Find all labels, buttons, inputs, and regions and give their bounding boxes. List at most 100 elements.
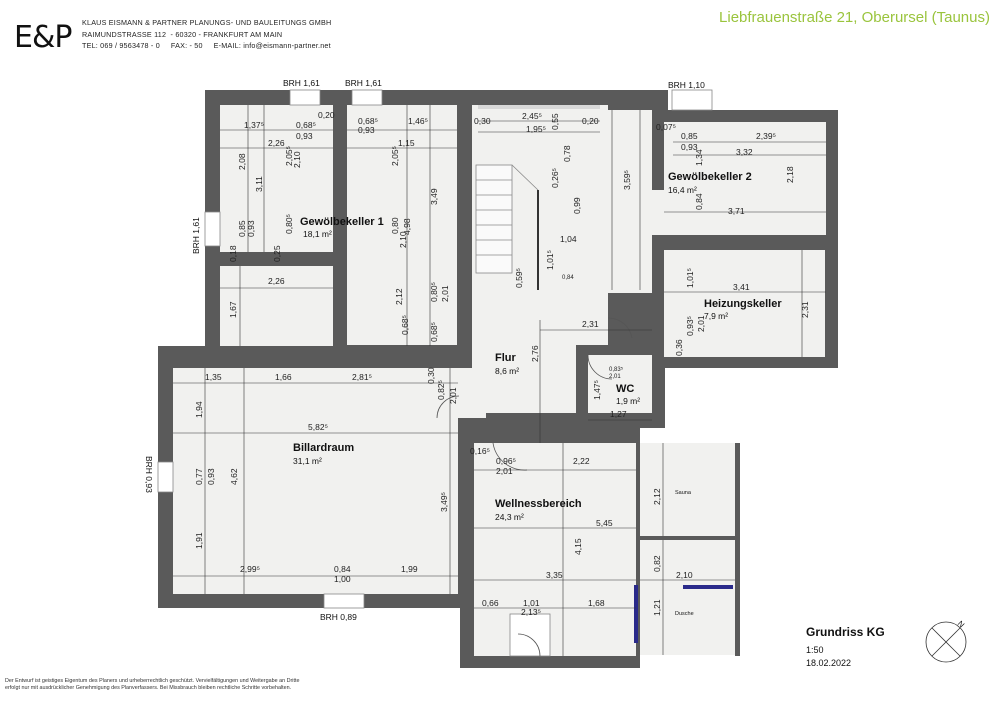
dim-label: 2,08 [237, 153, 247, 170]
dim-label: 0,83⁵ [609, 366, 624, 373]
dim-label: 0,84 [334, 564, 351, 574]
company-street: RAIMUNDSTRASSE 112 - 60320 - FRANKFURT A… [82, 29, 283, 39]
dim-label: 0,80⁵ [284, 214, 294, 234]
dim-label: 2,99⁵ [240, 564, 260, 574]
copyright-notice: Der Entwurf ist geistiges Eigentum des P… [5, 678, 445, 692]
floor-gewoelbekeller-2 [652, 122, 826, 235]
brh-label: BRH 1,61 [191, 217, 201, 254]
dim-label: 0,80 [390, 217, 400, 234]
dim-label: 0,99 [572, 197, 582, 214]
dim-label: 3,32 [736, 147, 753, 157]
dim-label: 2,26 [268, 138, 285, 148]
room-area: 7,9 m² [704, 311, 728, 321]
room-name: Heizungskeller [704, 298, 782, 310]
dim-label: 0,36 [674, 339, 684, 356]
floor-gewoelbekeller-1-left [220, 105, 333, 252]
dim-label: 3,11 [254, 176, 264, 192]
room-area: 24,3 m² [495, 512, 524, 522]
dim-label: 0,93 [206, 468, 216, 485]
dim-label: 0,96⁵ [496, 456, 516, 466]
floor-dusche [640, 540, 735, 655]
company-logo: E&P [14, 20, 72, 55]
room-name: Billardraum [293, 442, 354, 454]
plan-scale: 1:50 [806, 645, 824, 655]
company-block: KLAUS EISMANN & PARTNER PLANUNGS- UND BA… [82, 17, 331, 52]
dim-label: 1,01⁵ [545, 250, 555, 270]
dim-label: 0,84 [562, 275, 574, 281]
floor-wellness [474, 443, 636, 656]
dim-label: 0,85 [681, 131, 698, 141]
dim-label: 1,21 [652, 599, 662, 616]
plan-title: Grundriss KG [806, 625, 885, 639]
dim-label: 1,46⁵ [408, 116, 428, 126]
dim-label: 0,18 [228, 245, 238, 262]
dim-label: 2,01 [696, 315, 706, 332]
dim-label: 0,25 [272, 245, 282, 262]
brh-label: BRH 0,89 [320, 612, 357, 622]
dim-label: 0,82⁵ [436, 380, 446, 400]
dim-label: 2,01 [440, 285, 450, 302]
dim-label: 2,05⁵ [390, 146, 400, 166]
room-name: Sauna [675, 490, 692, 496]
room-area: 31,1 m² [293, 456, 322, 466]
room-area: 1,9 m² [616, 396, 640, 406]
dim-label: 0,93⁵ [685, 316, 695, 336]
dim-label: 0,20 [582, 116, 599, 126]
dim-label: 1,34 [694, 149, 704, 166]
brh-label: BRH 1,61 [345, 78, 382, 88]
dim-label: 0,80⁵ [429, 282, 439, 302]
copyright-line: erfolgt nur mit ausdrücklicher Genehmigu… [5, 685, 292, 691]
dim-label: 2,81⁵ [352, 372, 372, 382]
brh-label: BRH 1,10 [668, 80, 705, 90]
dim-label: 2,26 [268, 276, 285, 286]
room-name: Gewölbekeller 1 [300, 216, 384, 228]
dim-label: 0,07⁵ [656, 122, 676, 132]
dim-label: 0,68⁵ [400, 315, 410, 335]
brh-label: BRH 0,93 [144, 456, 154, 493]
room-area: 16,4 m² [668, 185, 697, 195]
company-contact: TEL: 069 / 9563478 - 0 FAX: - 50 E-MAIL:… [82, 41, 331, 50]
dim-label: 1,91 [194, 532, 204, 549]
dim-label: 2,31 [800, 301, 810, 318]
dim-label: 0,26⁵ [550, 168, 560, 188]
dimension-labels: 1,37⁵ 0,20 0,68⁵ 0,68⁵ 1,46⁵ 0,93 0,93 2… [194, 110, 810, 617]
dim-label: 0,68⁵ [429, 322, 439, 342]
dim-label: 2,01 [496, 466, 513, 476]
dim-label: 5,45 [596, 518, 613, 528]
floor-billard-annex [220, 266, 333, 346]
floor-gewoelbekeller-1-right [347, 105, 457, 345]
dim-label: 2,10 [398, 231, 408, 248]
floor-billardraum [173, 368, 458, 594]
dim-label: 2,01 [448, 387, 458, 404]
dim-label: 2,12 [652, 488, 662, 505]
room-name: Wellnessbereich [495, 498, 582, 510]
floor-billard-link [458, 368, 486, 418]
dim-label: 1,99 [401, 564, 418, 574]
dim-label: 0,82 [652, 555, 662, 572]
plan-info: Grundriss KG 1:50 18.02.2022 [806, 625, 885, 668]
north-label: N [956, 619, 967, 630]
window-sill-labels: BRH 1,61 BRH 1,61 BRH 1,10 BRH 1,61 BRH … [144, 78, 705, 622]
company-name: KLAUS EISMANN & PARTNER PLANUNGS- UND BA… [82, 18, 332, 27]
dim-label: 0,93 [296, 131, 313, 141]
dim-label: 0,59⁵ [514, 268, 524, 288]
floor-sauna [640, 443, 735, 536]
dim-label: 2,45⁵ [522, 111, 542, 121]
dim-label: 0,85 [237, 220, 247, 237]
dim-label: 0,93 [681, 142, 698, 152]
dim-label: 2,01 [609, 374, 621, 380]
dim-label: 2,39⁵ [756, 131, 776, 141]
dim-label: 1,35 [205, 372, 222, 382]
brh-label: BRH 1,61 [283, 78, 320, 88]
dim-label: 1,00 [334, 574, 351, 584]
dim-label: 1,47⁵ [592, 380, 602, 400]
dim-label: 3,35 [546, 570, 563, 580]
dim-label: 2,12 [394, 288, 404, 305]
dim-label: 0,30 [474, 116, 491, 126]
dim-label: 0,66 [482, 598, 499, 608]
dim-label: 1,95⁵ [526, 124, 546, 134]
dim-label: 2,76 [530, 345, 540, 362]
property-address: Liebfrauenstraße 21, Oberursel (Taunus) [719, 9, 990, 26]
dim-label: 2,10 [676, 570, 693, 580]
